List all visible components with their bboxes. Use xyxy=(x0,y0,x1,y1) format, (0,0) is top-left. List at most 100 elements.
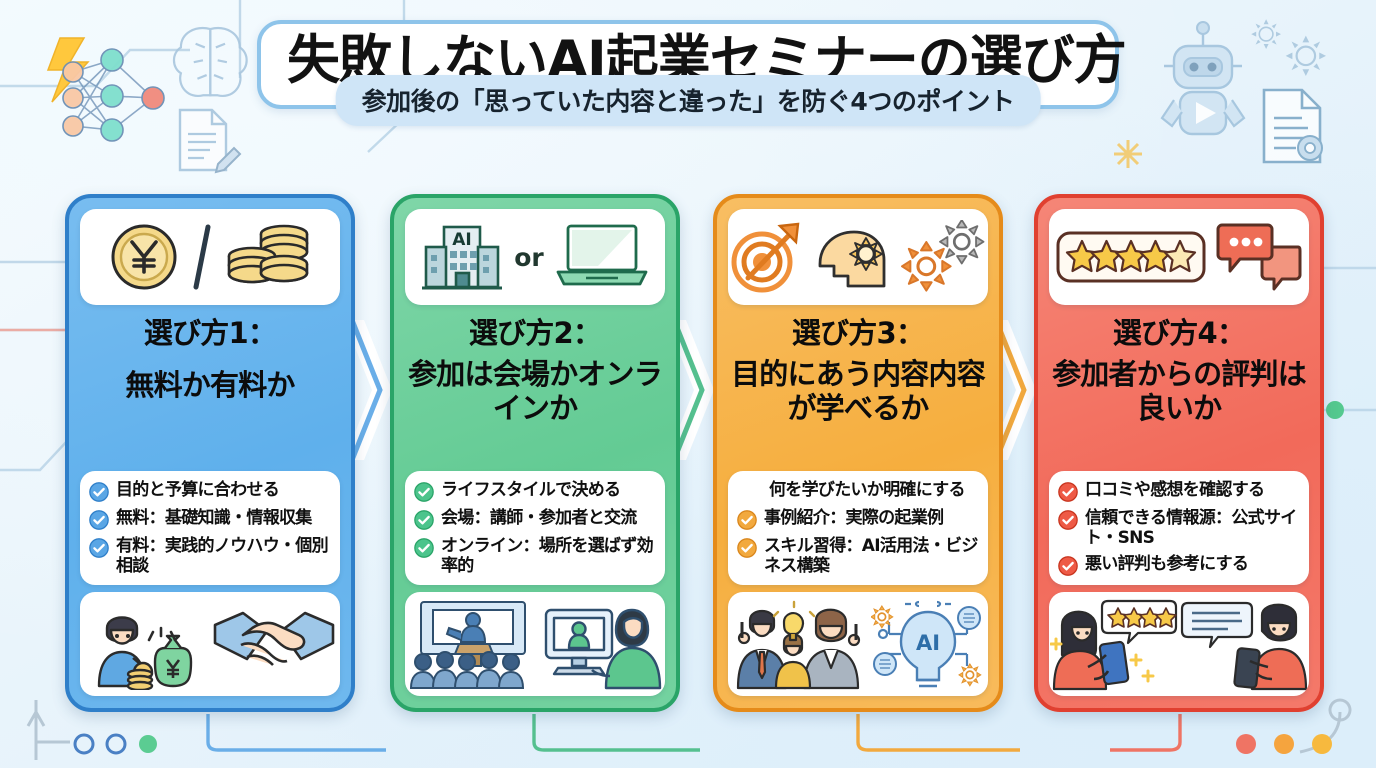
card-2-headline: 参加は会場かオンラインか xyxy=(408,357,663,426)
five-star-rating-icon xyxy=(1056,231,1206,283)
man-phone-comment-icon xyxy=(1180,601,1308,691)
card-1-heading: 選び方1： 無料か有料か xyxy=(80,305,340,402)
check-circle-icon xyxy=(1058,481,1078,502)
list-item-label: オンライン：場所を選ばず効率的 xyxy=(441,535,654,576)
list-item[interactable]: スキル習得：AI活用法・ビジネス構築 xyxy=(737,536,978,576)
person-with-money-icon xyxy=(97,616,193,690)
list-item[interactable]: ライフスタイルで決める xyxy=(414,480,655,502)
check-circle-icon xyxy=(737,509,757,530)
document-pencil-icon xyxy=(178,108,242,174)
target-arrow-icon xyxy=(731,222,800,293)
subtitle-pill: 参加後の「思っていた内容と違った」を防ぐ4つのポイント xyxy=(335,75,1041,127)
list-item[interactable]: 何を学びたいか明確にする xyxy=(737,480,978,502)
check-circle-icon xyxy=(89,509,109,530)
card-1-icon-panel xyxy=(80,209,340,305)
list-item[interactable]: オンライン：場所を選ばず効率的 xyxy=(414,536,655,576)
card-3-illustration: AI xyxy=(728,592,988,696)
list-item-label: 目的と予算に合わせる xyxy=(116,479,280,500)
yen-coin-icon xyxy=(111,224,177,290)
page-subtitle: 参加後の「思っていた内容と違った」を防ぐ4つのポイント xyxy=(361,87,1015,117)
document-gear-icon xyxy=(1262,88,1323,164)
check-circle-icon xyxy=(89,537,109,558)
neural-network-icon xyxy=(62,48,165,142)
card-3[interactable]: 選び方3： 目的にあう内容内容が学べるか 何を学びたいか明確にする 事例紹介：実… xyxy=(713,194,1003,712)
woman-phone-review-icon xyxy=(1050,599,1178,691)
list-item-label: スキル習得：AI活用法・ビジネス構築 xyxy=(764,535,978,576)
card-3-icon-panel xyxy=(728,209,988,305)
list-item-label: ライフスタイルで決める xyxy=(441,479,621,500)
card-4[interactable]: 選び方4： 参加者からの評判は良いか 口コミや感想を確認する 信頼できる情報源：… xyxy=(1034,194,1324,712)
check-circle-icon xyxy=(737,537,757,558)
check-circle-icon xyxy=(414,537,434,558)
sparkle-icon xyxy=(1114,140,1142,168)
card-1-illustration xyxy=(80,592,340,696)
ai-brain-network-icon: AI xyxy=(870,600,982,688)
cards-row: 選び方1： 無料か有料か 目的と予算に合わせる 無料：基礎知識・情報収集 有料：… xyxy=(0,194,1376,714)
brain-icon xyxy=(172,27,248,98)
card-4-kicker: 選び方4： xyxy=(1112,316,1246,350)
people-idea-icon xyxy=(736,600,860,690)
check-circle-icon xyxy=(414,509,434,530)
speech-bubbles-icon xyxy=(1216,223,1302,291)
list-item-label: 会場：講師・参加者と交流 xyxy=(441,507,637,528)
list-item-label: 無料：基礎知識・情報収集 xyxy=(116,507,312,528)
list-item-label: 悪い評判も参考にする xyxy=(1085,554,1249,574)
card-1-bullets: 目的と予算に合わせる 無料：基礎知識・情報収集 有料：実践的ノウハウ・個別相談 xyxy=(80,470,340,585)
card-1-headline: 無料か有料か xyxy=(125,368,295,403)
card-3-bullets: 何を学びたいか明確にする 事例紹介：実際の起業例 スキル習得：AI活用法・ビジネ… xyxy=(728,470,988,585)
card-4-heading: 選び方4： 参加者からの評判は良いか xyxy=(1049,305,1309,426)
card-2[interactable]: AI or 選び方2： 参加は会場かオンラインか xyxy=(390,194,680,712)
robot-icon xyxy=(1160,21,1246,136)
card-3-heading: 選び方3： 目的にあう内容内容が学べるか xyxy=(728,305,988,426)
card-4-illustration xyxy=(1049,592,1309,696)
slash-divider xyxy=(193,224,211,290)
svg-text:AI: AI xyxy=(915,631,939,655)
laptop-icon xyxy=(556,224,648,286)
coin-stack-icon xyxy=(227,224,309,284)
list-item-label: 事例紹介：実際の起業例 xyxy=(764,507,944,528)
list-item[interactable]: 会場：講師・参加者と交流 xyxy=(414,508,655,530)
list-item[interactable]: 目的と予算に合わせる xyxy=(89,480,330,502)
footer-dots-right xyxy=(1236,734,1332,754)
list-item-label: 信頼できる情報源：公式サイト・SNS xyxy=(1085,507,1297,548)
title-block: 失敗しないAI起業セミナーの選び方 参加後の「思っていた内容と違った」を防ぐ4つ… xyxy=(257,20,1127,127)
online-viewer-icon xyxy=(544,608,661,690)
card-2-bullets: ライフスタイルで決める 会場：講師・参加者と交流 オンライン：場所を選ばず効率的 xyxy=(405,470,665,585)
head-gear-icon xyxy=(818,230,886,288)
list-item[interactable]: 信頼できる情報源：公式サイト・SNS xyxy=(1058,508,1299,548)
check-circle-icon xyxy=(414,481,434,502)
card-connector-rails xyxy=(206,714,1182,752)
list-item[interactable]: 悪い評判も参考にする xyxy=(1058,554,1299,576)
card-1[interactable]: 選び方1： 無料か有料か 目的と予算に合わせる 無料：基礎知識・情報収集 有料：… xyxy=(65,194,355,712)
card-2-illustration xyxy=(405,592,665,696)
card-4-bullets: 口コミや感想を確認する 信頼できる情報源：公式サイト・SNS 悪い評判も参考にす… xyxy=(1049,470,1309,585)
card-4-icon-panel xyxy=(1049,209,1309,305)
ai-building-icon: AI xyxy=(422,225,503,290)
card-3-kicker: 選び方3： xyxy=(791,316,925,350)
card-2-heading: 選び方2： 参加は会場かオンラインか xyxy=(405,305,665,426)
card-2-kicker: 選び方2： xyxy=(468,316,602,350)
card-2-icon-panel: AI or xyxy=(405,209,665,305)
check-circle-icon xyxy=(1058,556,1078,576)
list-item[interactable]: 事例紹介：実際の起業例 xyxy=(737,508,978,530)
lightning-bolt-icon xyxy=(46,37,90,103)
gear-icon xyxy=(1251,19,1326,76)
list-item-label: 口コミや感想を確認する xyxy=(1085,479,1265,500)
or-label: or xyxy=(514,242,544,272)
list-item[interactable]: 有料：実践的ノウハウ・個別相談 xyxy=(89,536,330,576)
list-item-label: 何を学びたいか明確にする xyxy=(769,479,965,500)
list-item[interactable]: 口コミや感想を確認する xyxy=(1058,480,1299,502)
card-1-kicker: 選び方1： xyxy=(143,316,277,350)
check-circle-icon xyxy=(89,481,109,502)
handshake-icon xyxy=(213,611,335,666)
svg-text:AI: AI xyxy=(452,230,471,250)
check-circle-icon xyxy=(1058,509,1078,530)
bullet-spacer xyxy=(737,482,757,502)
footer-dots-left xyxy=(73,733,157,755)
gears-icon xyxy=(901,220,985,292)
card-4-headline: 参加者からの評判は良いか xyxy=(1052,357,1307,426)
list-item[interactable]: 無料：基礎知識・情報収集 xyxy=(89,508,330,530)
list-item-label: 有料：実践的ノウハウ・個別相談 xyxy=(116,535,329,576)
card-3-headline: 目的にあう内容内容が学べるか xyxy=(731,357,986,426)
